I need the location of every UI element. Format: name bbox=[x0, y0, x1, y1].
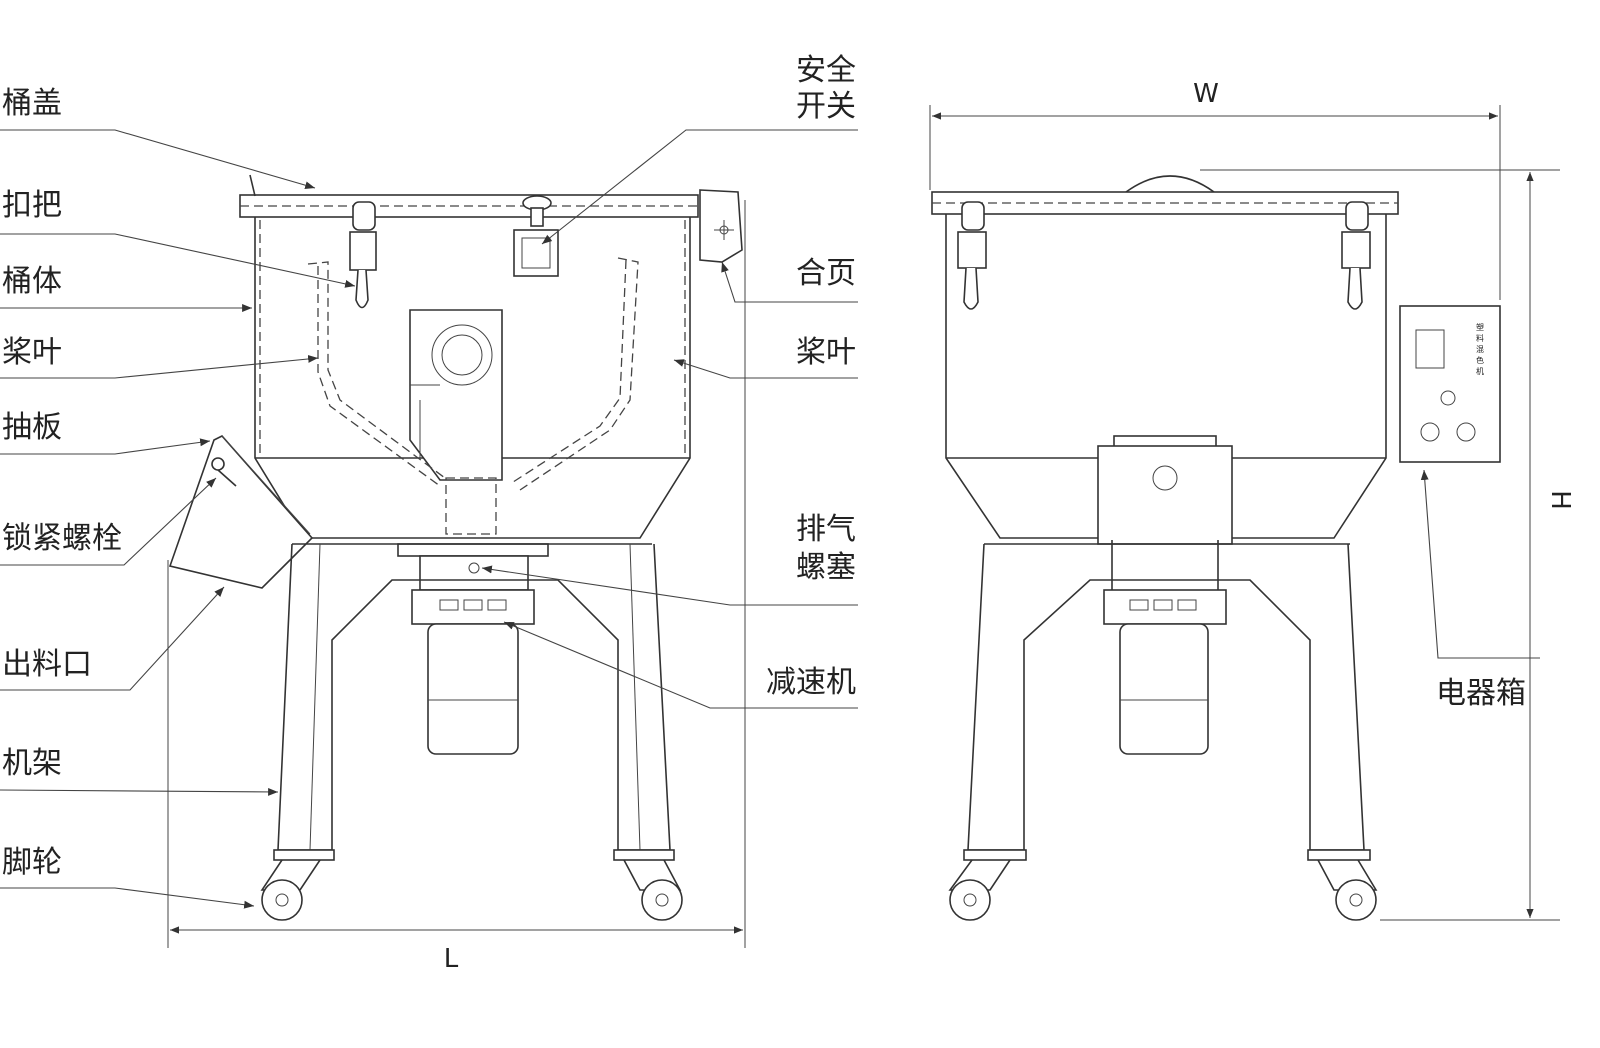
label-vent-plug-line1: 排气 bbox=[796, 512, 856, 547]
panel-char-4: 色 bbox=[1476, 355, 1484, 365]
lid-left bbox=[239, 174, 699, 218]
dim-H bbox=[1200, 169, 1560, 921]
clasps-right bbox=[957, 201, 1371, 310]
label-hinge: 合页 bbox=[796, 256, 856, 291]
labels: 桶盖 扣把 桶体 桨叶 抽板 锁紧螺栓 出料口 机架 脚轮 安全 开关 合页 桨… bbox=[2, 53, 1575, 974]
inner-housing bbox=[409, 309, 503, 481]
label-frame: 机架 bbox=[2, 746, 62, 781]
reducer-motor-left bbox=[397, 543, 549, 755]
label-electrical-box: 电器箱 bbox=[1436, 676, 1526, 711]
panel-char-2: 料 bbox=[1476, 333, 1484, 343]
label-lock-bolt: 锁紧螺栓 bbox=[2, 521, 122, 556]
label-safety-switch-line2: 开关 bbox=[796, 89, 856, 124]
panel-char-1: 塑 bbox=[1476, 323, 1484, 332]
label-vent-plug-line2: 螺塞 bbox=[796, 550, 856, 585]
outlet-side bbox=[1097, 435, 1233, 590]
label-reducer: 减速机 bbox=[766, 665, 856, 700]
front-view bbox=[167, 174, 746, 948]
label-lid: 桶盖 bbox=[2, 86, 62, 121]
electrical-box-part: 塑 料 混 色 机 bbox=[1399, 305, 1501, 463]
dim-H-label: H bbox=[1545, 490, 1575, 510]
label-clasp: 扣把 bbox=[2, 188, 62, 223]
label-caster: 脚轮 bbox=[2, 845, 62, 880]
label-paddle-right: 桨叶 bbox=[796, 335, 856, 370]
casters-left bbox=[260, 849, 683, 921]
panel-char-3: 混 bbox=[1476, 345, 1484, 354]
clasp-left bbox=[349, 201, 377, 309]
casters-right bbox=[948, 849, 1378, 921]
paddles-left bbox=[307, 257, 639, 535]
leader-lines bbox=[0, 129, 1540, 909]
side-view: 塑 料 混 色 机 bbox=[929, 105, 1560, 921]
label-safety-switch-line1: 安全 bbox=[796, 53, 856, 88]
reducer-motor-right bbox=[1103, 589, 1227, 755]
label-barrel: 桶体 bbox=[2, 264, 62, 299]
label-outlet: 出料口 bbox=[2, 647, 92, 682]
panel-char-5: 机 bbox=[1476, 366, 1484, 376]
label-slide-plate: 抽板 bbox=[2, 410, 62, 445]
label-paddle-left: 桨叶 bbox=[2, 335, 62, 370]
hinge-part bbox=[699, 189, 743, 263]
dim-W bbox=[929, 105, 1501, 300]
dim-W-label: W bbox=[1193, 79, 1219, 109]
dim-L bbox=[167, 200, 746, 948]
lid-right bbox=[931, 175, 1399, 215]
dim-L-label: L bbox=[444, 944, 459, 974]
